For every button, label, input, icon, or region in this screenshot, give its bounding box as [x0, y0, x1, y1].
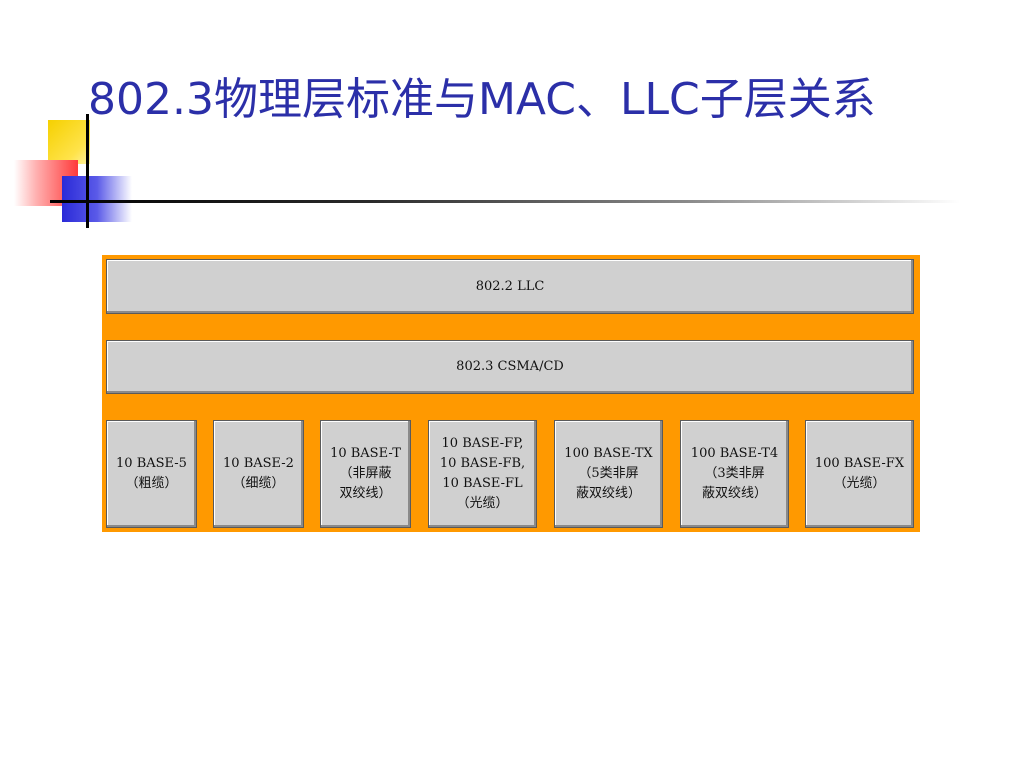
phy-standard-box: 100 BASE-TX （5类非屏 蔽双绞线） [554, 420, 663, 528]
phy-standard-box: 100 BASE-FX （光缆） [805, 420, 914, 528]
phy-standard-box: 100 BASE-T4 （3类非屏 蔽双绞线） [680, 420, 789, 528]
phy-standard-box: 10 BASE-FP, 10 BASE-FB, 10 BASE-FL （光缆） [428, 420, 537, 528]
decorative-yellow-square [48, 120, 90, 164]
phy-standard-box: 10 BASE-5 （粗缆） [106, 420, 197, 528]
decorative-vertical-line [86, 114, 89, 228]
protocol-layer-diagram: 802.2 LLC 802.3 CSMA/CD 10 BASE-5 （粗缆） 1… [102, 255, 920, 532]
decorative-blue-gradient-bar [62, 176, 132, 222]
phy-standard-box: 10 BASE-2 （细缆） [213, 420, 304, 528]
phy-standard-box: 10 BASE-T （非屏蔽 双绞线） [320, 420, 411, 528]
slide-title: 802.3物理层标准与MAC、LLC子层关系 [88, 74, 876, 125]
title-underline [50, 200, 960, 203]
llc-layer-box: 802.2 LLC [106, 259, 914, 314]
mac-layer-box: 802.3 CSMA/CD [106, 340, 914, 394]
